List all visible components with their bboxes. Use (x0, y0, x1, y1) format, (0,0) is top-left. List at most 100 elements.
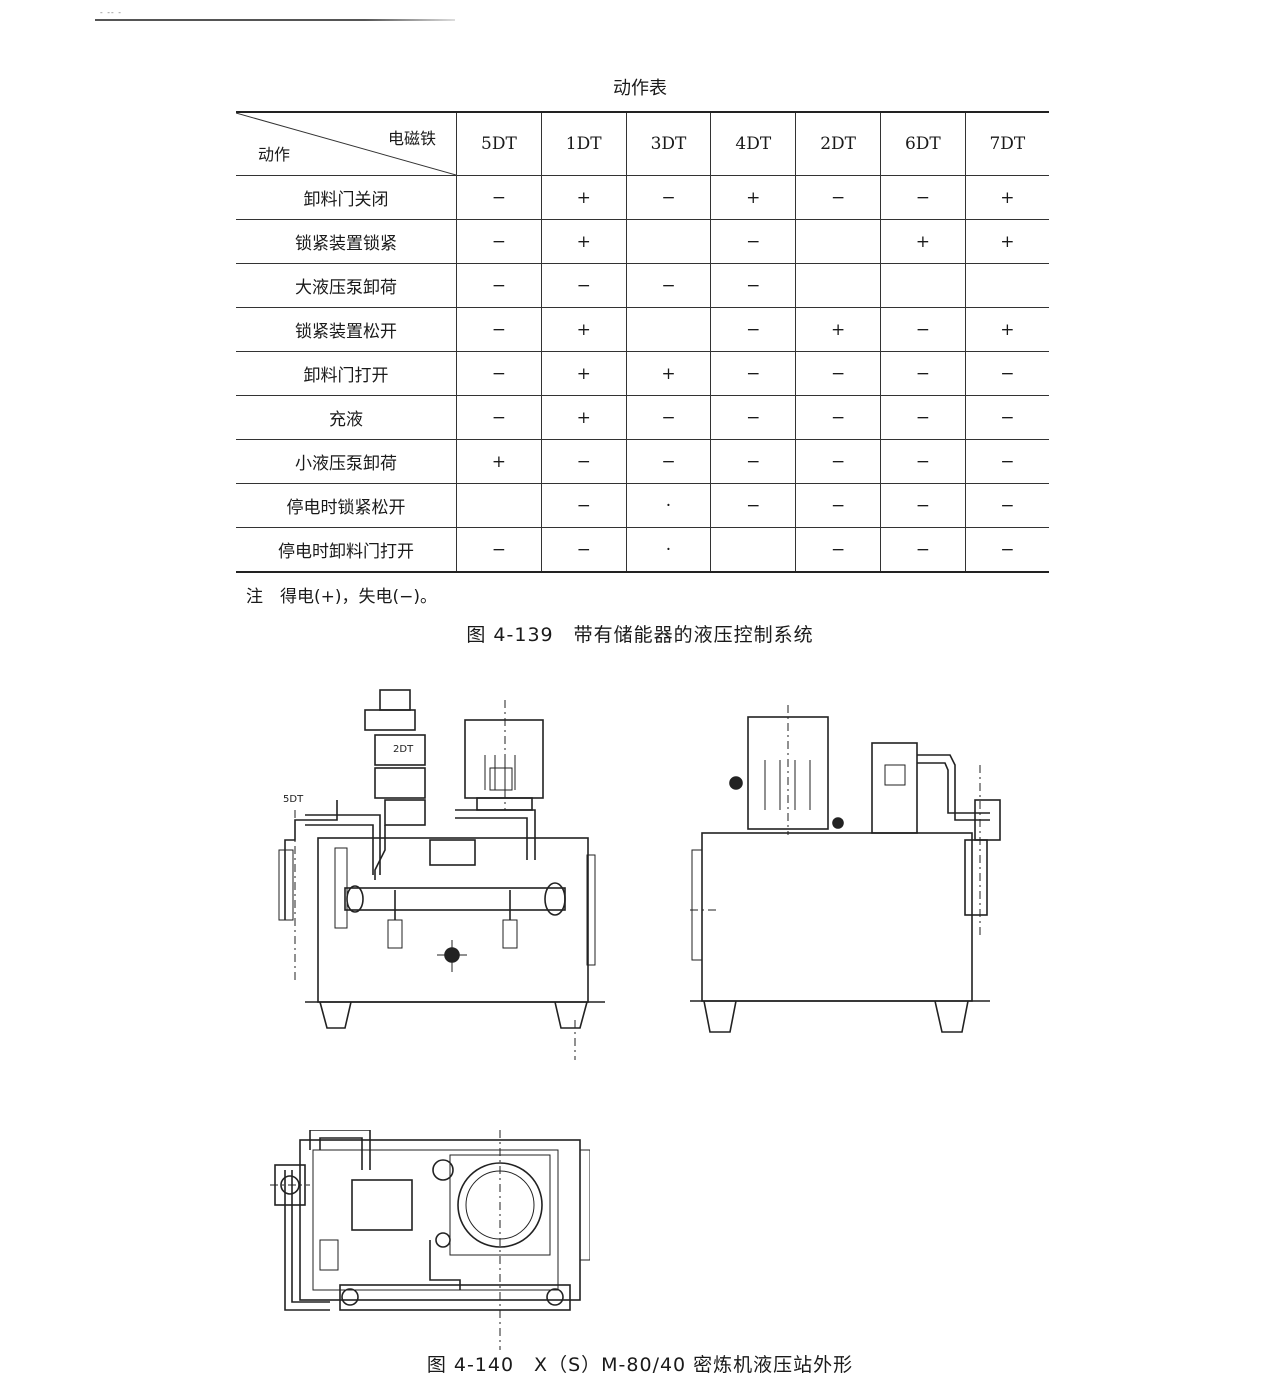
row-action-label: 停电时锁紧松开 (236, 483, 457, 528)
hydraulic-station-front-view: 5DT 2DT (278, 689, 605, 1060)
table-cell (964, 263, 1049, 308)
column-header: 7DT (964, 111, 1049, 176)
table-cell (625, 307, 712, 352)
column-header: 1DT (540, 111, 627, 176)
column-header: 2DT (795, 111, 881, 176)
table-cell: − (879, 483, 966, 528)
table-cell (795, 263, 881, 308)
table-cell: − (795, 439, 881, 484)
table-cell: + (964, 219, 1049, 264)
row-action-label: 卸料门关闭 (236, 175, 457, 220)
table-cell: + (710, 175, 797, 220)
drawing-label-5dt: 5DT (283, 794, 304, 805)
table-cell: − (456, 527, 542, 573)
corner-label-electromagnet: 电磁铁 (387, 129, 436, 148)
table-cell: − (710, 439, 797, 484)
table-cell: − (795, 483, 881, 528)
table-cell: − (540, 439, 627, 484)
table-cell (879, 263, 966, 308)
table-row: 停电时锁紧松开−·−−−− (236, 483, 1049, 528)
table-header-row: 电磁铁 动作 5DT 1DT 3DT 4DT 2DT 6DT 7DT (236, 111, 1049, 176)
table-cell: + (540, 307, 627, 352)
corner-diagonal (236, 113, 456, 175)
table-cell: + (540, 351, 627, 396)
table-cell: − (795, 175, 881, 220)
table-cell: − (795, 527, 881, 573)
table-cell (795, 219, 881, 264)
table-cell: − (795, 395, 881, 440)
table-cell: − (964, 395, 1049, 440)
table-row: 充液−+−−−−− (236, 395, 1049, 440)
table-cell: − (540, 483, 627, 528)
table-cell: + (795, 307, 881, 352)
table-cell (710, 527, 797, 573)
hydraulic-station-side-view (690, 705, 1001, 1033)
table-cell: + (456, 439, 542, 484)
table-cell: + (540, 175, 627, 220)
table-row: 锁紧装置松开−+−+−+ (236, 307, 1049, 352)
table-cell: − (625, 439, 712, 484)
figure-caption-4-139: 图 4-139 带有储能器的液压控制系统 (466, 624, 814, 646)
table-cell: − (964, 527, 1049, 573)
table-cell: − (879, 175, 966, 220)
table-cell: + (964, 307, 1049, 352)
table-cell: − (710, 483, 797, 528)
table-cell: + (625, 351, 712, 396)
column-header: 3DT (625, 111, 712, 176)
table-cell: − (456, 351, 542, 396)
table-cell: − (710, 307, 797, 352)
table-cell: − (879, 527, 966, 573)
table-cell: − (625, 395, 712, 440)
table-cell: + (540, 219, 627, 264)
table-row: 锁紧装置锁紧−+−++ (236, 219, 1049, 264)
top-rule (95, 19, 455, 21)
table-title: 动作表 (613, 78, 667, 99)
table-cell: − (879, 439, 966, 484)
row-action-label: 锁紧装置松开 (236, 307, 457, 352)
table-cell: + (879, 219, 966, 264)
table-cell: − (879, 395, 966, 440)
action-table: 电磁铁 动作 5DT 1DT 3DT 4DT 2DT 6DT 7DT 卸料门关闭… (236, 111, 1049, 573)
table-cell: − (964, 439, 1049, 484)
table-cell: − (456, 175, 542, 220)
table-cell: − (964, 483, 1049, 528)
row-action-label: 大液压泵卸荷 (236, 263, 457, 308)
table-cell: − (795, 351, 881, 396)
table-note: 注 得电(+)，失电(−)。 (246, 587, 438, 607)
table-cell: − (540, 527, 627, 573)
table-cell: · (625, 527, 712, 573)
row-action-label: 小液压泵卸荷 (236, 439, 457, 484)
table-cell: − (879, 307, 966, 352)
table-cell: − (540, 263, 627, 308)
drawing-label-2dt: 2DT (393, 744, 414, 755)
table-cell: − (964, 351, 1049, 396)
table-row: 大液压泵卸荷−−−− (236, 263, 1049, 308)
row-action-label: 充液 (236, 395, 457, 440)
table-cell: + (964, 175, 1049, 220)
table-cell: − (456, 395, 542, 440)
table-row: 卸料门打开−++−−−− (236, 351, 1049, 396)
table-row: 卸料门关闭−+−+−−+ (236, 175, 1049, 220)
table-cell: − (456, 263, 542, 308)
column-header: 6DT (879, 111, 966, 176)
row-action-label: 停电时卸料门打开 (236, 527, 457, 573)
figure-caption-4-140: 图 4-140 X（S）M-80/40 密炼机液压站外形 (426, 1354, 854, 1376)
top-marks: - -- - (100, 8, 122, 17)
row-action-label: 锁紧装置锁紧 (236, 219, 457, 264)
table-cell: − (456, 219, 542, 264)
table-cell: − (879, 351, 966, 396)
hydraulic-station-top-view (270, 1130, 590, 1350)
table-cell: − (625, 263, 712, 308)
table-cell: − (710, 219, 797, 264)
table-cell: − (625, 175, 712, 220)
table-cell (625, 219, 712, 264)
table-cell: − (710, 395, 797, 440)
table-cell: − (710, 263, 797, 308)
table-cell (456, 483, 542, 528)
row-action-label: 卸料门打开 (236, 351, 457, 396)
table-row: 小液压泵卸荷+−−−−−− (236, 439, 1049, 484)
table-row: 停电时卸料门打开−−·−−− (236, 527, 1049, 573)
column-header: 4DT (710, 111, 797, 176)
table-cell: − (456, 307, 542, 352)
table-corner-cell: 电磁铁 动作 (236, 111, 457, 176)
